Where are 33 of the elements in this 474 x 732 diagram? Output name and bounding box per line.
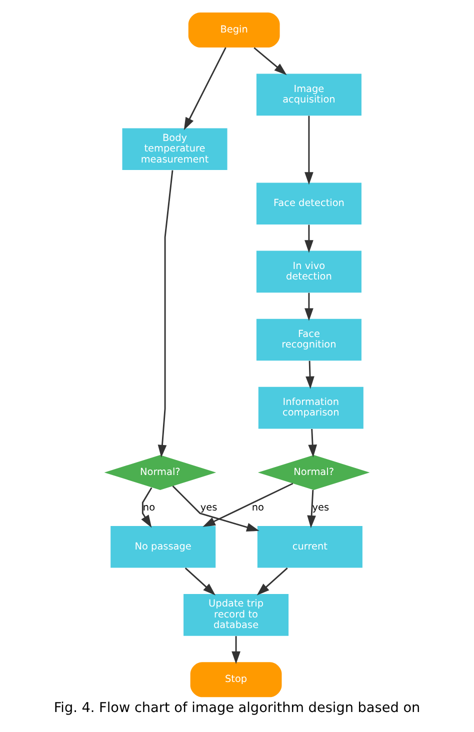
edge-label: yes [200, 502, 218, 514]
node-box: Body temperature measurement [122, 128, 228, 170]
arrow [308, 428, 317, 458]
arrow [306, 360, 314, 389]
edge-label: no [252, 502, 264, 514]
edge-label: no [142, 502, 156, 514]
arrow [184, 47, 226, 130]
node-box: Face detection [256, 182, 362, 224]
arrow [184, 568, 216, 596]
arrow [172, 486, 260, 532]
node-box: Begin [188, 12, 280, 48]
arrow [141, 487, 152, 528]
arrow [304, 224, 314, 253]
arrow [254, 47, 287, 76]
arrow [307, 490, 316, 528]
arrow [304, 116, 314, 185]
arrow [158, 170, 174, 458]
arrow [232, 636, 240, 664]
arrow [202, 482, 294, 527]
node-box: Update trip record to database [184, 594, 289, 636]
node-box: current [257, 526, 362, 568]
node-box: Face recognition [256, 318, 362, 361]
node-diamond: Normal? [104, 454, 216, 490]
node-diamond: Normal? [258, 454, 370, 490]
node-box: In vivo detection [256, 250, 362, 293]
node-box: No passage [110, 526, 216, 568]
node-box: Stop [190, 662, 282, 698]
arrow [256, 568, 288, 596]
caption: Fig. 4. Flow chart of image algorithm design based on [54, 700, 420, 716]
node-box: Image acquisition [256, 74, 362, 116]
edge-label: yes [312, 502, 330, 514]
arrow [304, 292, 314, 321]
node-box: Information comparison [258, 386, 364, 429]
